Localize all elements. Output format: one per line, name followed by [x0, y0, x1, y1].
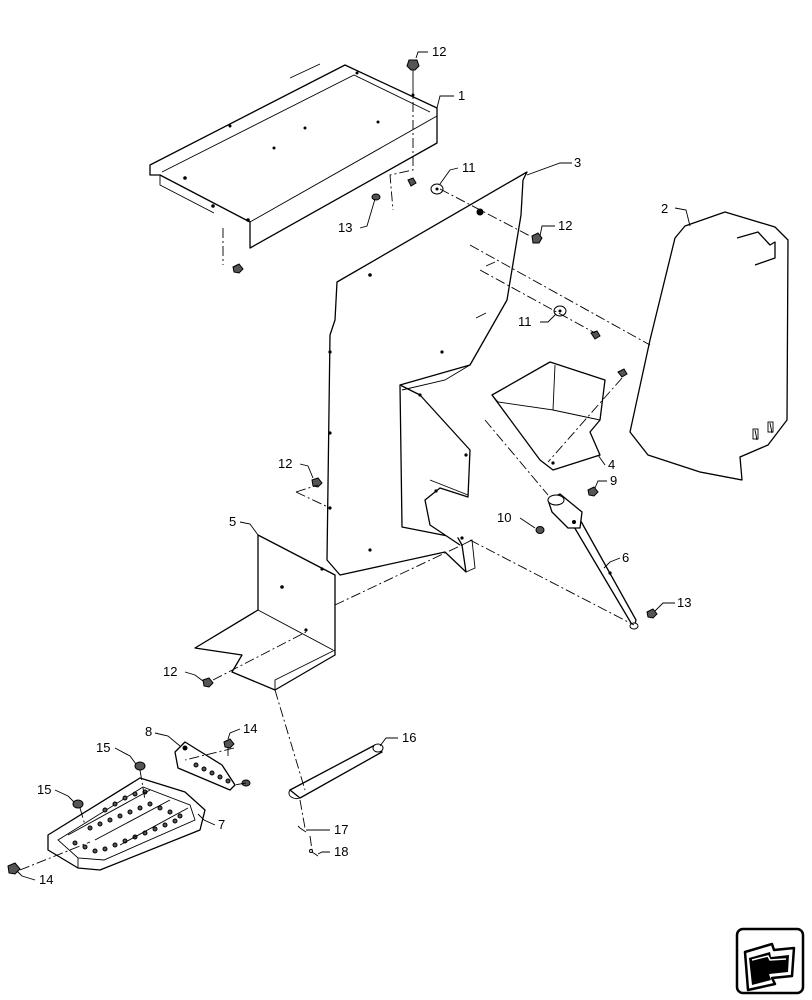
- callout-1: 1: [458, 88, 465, 103]
- callout-7: 7: [218, 817, 225, 832]
- callout-3: 3: [574, 155, 581, 170]
- callout-18: 18: [334, 844, 348, 859]
- callout-11b: 11: [518, 314, 532, 329]
- part-8-step-bracket: [174, 741, 236, 791]
- callout-4: 4: [608, 457, 615, 472]
- part-5-lower-bracket: [194, 534, 336, 691]
- callout-6: 6: [622, 550, 629, 565]
- callout-9: 9: [610, 473, 617, 488]
- callout-numbers: 1 2 3 4 5 6 7 8 9 10 11 11 12 12 12 12 1…: [37, 44, 691, 887]
- part-16-tube: [288, 743, 384, 799]
- hardware: [7, 59, 658, 875]
- callout-11a: 11: [462, 160, 476, 175]
- part-4-bracket: [491, 361, 606, 471]
- callout-12d: 12: [163, 664, 177, 679]
- part-3-back-panel: [326, 171, 528, 576]
- part-6-strap: [547, 493, 639, 630]
- callout-12b: 12: [558, 218, 572, 233]
- callout-12c: 12: [278, 456, 292, 471]
- callout-16: 16: [402, 730, 416, 745]
- part-1-top-cover: [149, 63, 438, 249]
- callout-14a: 14: [243, 721, 257, 736]
- callout-17: 17: [334, 822, 348, 837]
- callout-leaders: [16, 51, 691, 881]
- callout-8: 8: [145, 724, 152, 739]
- assembly-centerlines: [19, 84, 651, 871]
- callout-5: 5: [229, 514, 236, 529]
- part-18-clip: [309, 849, 319, 857]
- callout-2: 2: [661, 201, 668, 216]
- callout-10: 10: [497, 510, 511, 525]
- callout-12a: 12: [432, 44, 446, 59]
- callout-13a: 13: [338, 220, 352, 235]
- tread-pattern: [67, 789, 189, 854]
- part-2-side-shield: [629, 211, 789, 481]
- callout-13b: 13: [677, 595, 691, 610]
- callout-15b: 15: [37, 782, 51, 797]
- callout-15a: 15: [96, 740, 110, 755]
- callout-14b: 14: [39, 872, 53, 887]
- part-17-pin: [297, 825, 307, 833]
- exploded-view-arrow-icon[interactable]: [735, 927, 805, 995]
- part-7-step-tread: [47, 777, 206, 871]
